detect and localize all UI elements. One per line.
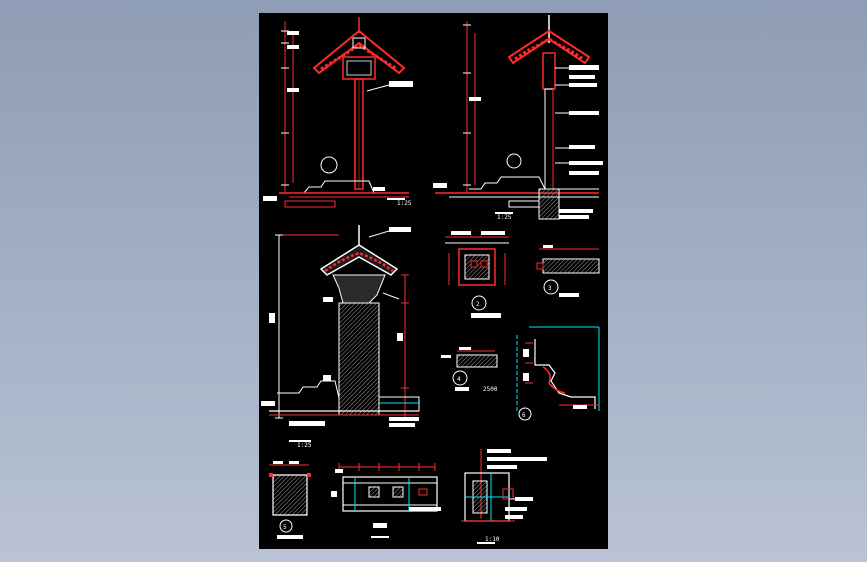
scale-label-2: 1:25 — [497, 214, 512, 221]
scale-label-3: 1:25 — [297, 442, 312, 449]
scale-label-4: 1:10 — [485, 536, 500, 543]
plan-detail — [331, 463, 441, 538]
scale-label-1: 1:25 — [397, 200, 412, 207]
detail-6: 6 — [516, 326, 600, 421]
cad-drawing: 1:25 1:25 — [261, 15, 603, 544]
detail-number-6: 6 — [522, 412, 526, 419]
elevation-2: 1:25 — [261, 225, 420, 449]
section-1: 1:25 — [433, 15, 603, 221]
drawing-sheet: 1:25 1:25 — [259, 13, 608, 549]
detail-5: 5 — [269, 461, 311, 539]
detail-number-3: 3 — [548, 285, 552, 292]
dimension-2500: 2500 — [483, 386, 498, 393]
detail-number-5: 5 — [283, 524, 287, 531]
section-detail: 1:10 — [461, 449, 547, 544]
detail-number-4: 4 — [457, 376, 461, 383]
elevation-1: 1:25 — [263, 17, 413, 208]
detail-3: 3 — [536, 245, 600, 297]
detail-2: 2 — [445, 231, 509, 318]
detail-number-2: 2 — [476, 301, 480, 308]
detail-4: 4 2500 — [441, 347, 498, 393]
